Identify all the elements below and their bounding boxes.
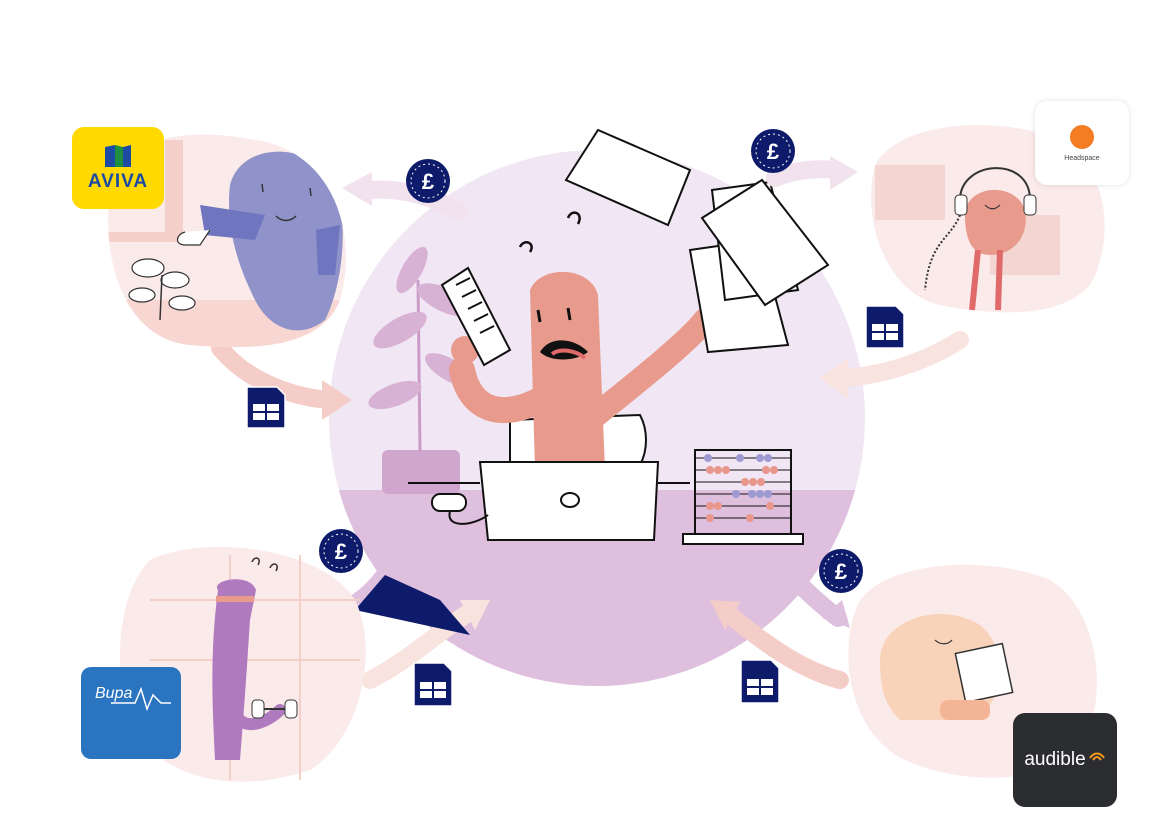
- spreadsheet-icon: [865, 305, 905, 349]
- pound-coin-icon: [406, 159, 450, 203]
- headspace-logo-text: Headspace: [1064, 154, 1100, 162]
- pound-coin-icon: [319, 529, 363, 573]
- audible-logo: audible: [1013, 713, 1117, 807]
- bupa-logo: Bupa: [81, 667, 181, 759]
- headspace-logo: Headspace: [1035, 101, 1129, 185]
- pound-coin-icon: [751, 129, 795, 173]
- flying-papers: [564, 128, 830, 354]
- stressed-figure: [449, 211, 717, 470]
- vignette-relax: [108, 134, 347, 348]
- vignette-exercise: [120, 547, 366, 782]
- pound-symbol: £: [335, 539, 348, 564]
- aviva-flag-icon: [105, 145, 131, 167]
- abacus: [682, 449, 804, 545]
- spreadsheet-icon: [413, 662, 453, 707]
- spreadsheet-icon: [246, 386, 286, 429]
- vignette-meditate: [871, 125, 1105, 313]
- aviva-logo-text: AVIVA: [87, 171, 149, 192]
- spreadsheet-icon: [740, 659, 780, 704]
- audible-logo-text: audible: [1024, 749, 1086, 770]
- pound-symbol: £: [422, 169, 435, 194]
- mouse: [431, 493, 489, 525]
- audible-wave-icon: [1088, 752, 1105, 761]
- vignette-reading: [848, 564, 1097, 778]
- heartbeat-icon: [111, 686, 171, 711]
- pound-symbol: £: [835, 559, 848, 584]
- navy-shape: [355, 575, 470, 635]
- pound-symbol: £: [767, 139, 780, 164]
- pound-coin-icon: [819, 549, 863, 593]
- aviva-logo: AVIVA: [72, 127, 164, 209]
- bupa-logo-text: Bupa: [95, 685, 133, 702]
- headspace-dot-icon: [1070, 124, 1094, 149]
- receipt: [440, 266, 512, 367]
- laptop: [408, 461, 690, 541]
